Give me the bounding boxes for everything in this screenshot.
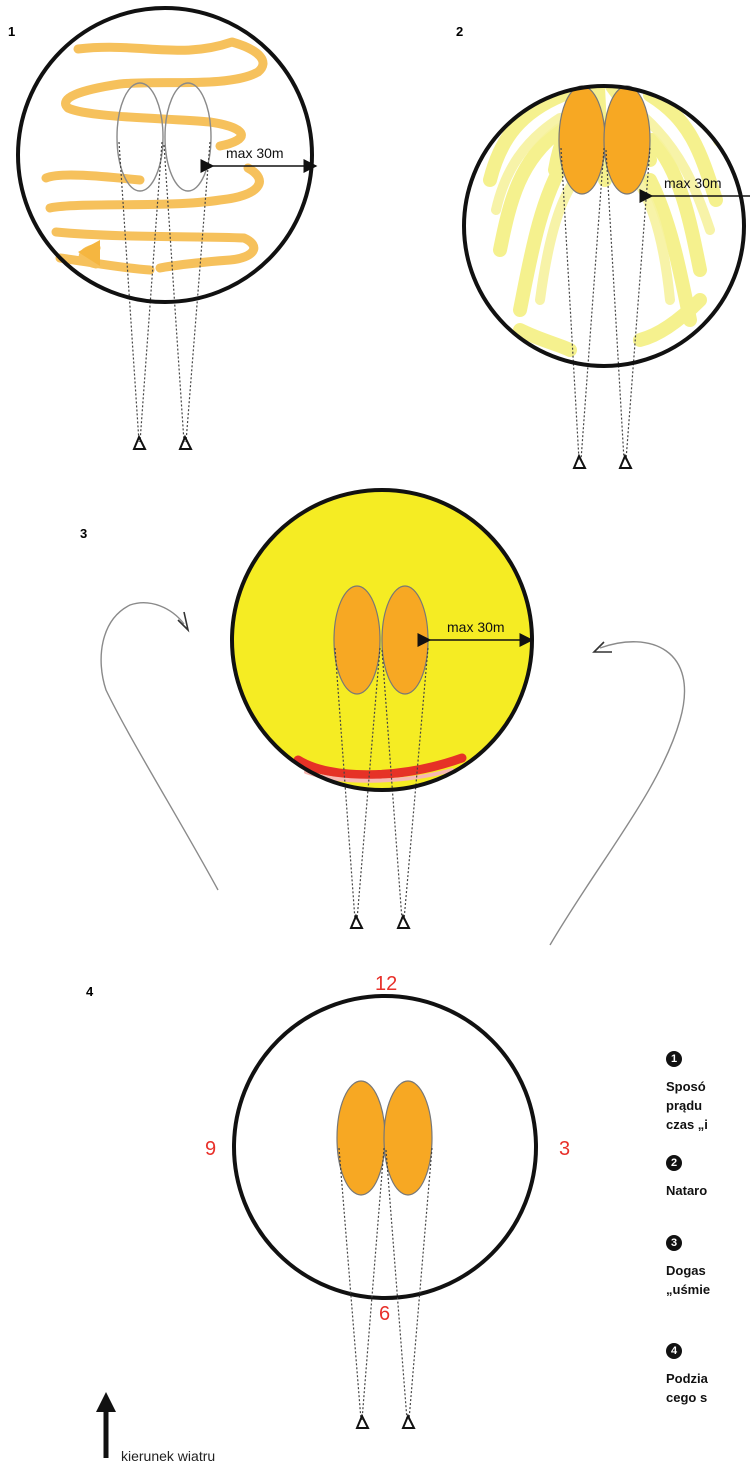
legend-text: Dogas „uśmie bbox=[666, 1261, 750, 1299]
panel-4: 12 3 6 9 bbox=[96, 973, 570, 1458]
legend-number-badge: 4 bbox=[666, 1343, 682, 1359]
anchor-marker-left bbox=[134, 437, 145, 449]
balloon-envelope-right bbox=[382, 586, 428, 694]
balloon-envelope-right bbox=[165, 83, 211, 191]
clock-3-label: 3 bbox=[559, 1138, 570, 1160]
legend-item-2: 2 Nataro bbox=[666, 1152, 750, 1200]
panel-1-number: 1 bbox=[8, 24, 15, 39]
clock-6-label: 6 bbox=[379, 1303, 390, 1325]
balloon-envelope-left bbox=[117, 83, 163, 191]
legend-number-badge: 1 bbox=[666, 1051, 682, 1067]
wind-direction-label: kierunek wiatru bbox=[121, 1448, 215, 1464]
balloon-envelope-left bbox=[337, 1081, 385, 1195]
legend-number-badge: 2 bbox=[666, 1155, 682, 1171]
balloon-envelope-right bbox=[604, 86, 650, 194]
panel-4-number: 4 bbox=[86, 984, 93, 999]
anchor-marker-right bbox=[180, 437, 191, 449]
panel-2: max 30m bbox=[464, 70, 750, 468]
approach-path-left bbox=[101, 603, 218, 890]
distance-label: max 30m bbox=[447, 619, 505, 635]
panel-1: max 30m bbox=[18, 8, 316, 449]
anchor-marker-right bbox=[403, 1416, 414, 1428]
anchor-marker-left bbox=[357, 1416, 368, 1428]
panel-2-number: 2 bbox=[456, 24, 463, 39]
legend-text: Podzia cego s bbox=[666, 1369, 750, 1407]
panel-3-number: 3 bbox=[80, 526, 87, 541]
anchor-marker-right bbox=[620, 456, 631, 468]
clock-9-label: 9 bbox=[205, 1138, 216, 1160]
distance-label: max 30m bbox=[664, 175, 722, 191]
balloon-envelope-left bbox=[559, 86, 605, 194]
legend-number-badge: 3 bbox=[666, 1235, 682, 1251]
wind-arrow-head bbox=[96, 1392, 116, 1412]
anchor-marker-left bbox=[351, 916, 362, 928]
clock-12-label: 12 bbox=[375, 973, 397, 995]
legend-item-4: 4 Podzia cego s bbox=[666, 1340, 750, 1407]
balloon-envelope-right bbox=[384, 1081, 432, 1195]
distance-label: max 30m bbox=[226, 145, 284, 161]
approach-path-right bbox=[550, 642, 685, 945]
tether-lines bbox=[561, 148, 650, 460]
panel-3: max 30m bbox=[101, 490, 684, 945]
anchor-marker-left bbox=[574, 456, 585, 468]
legend-item-1: 1 Sposó prądu czas „i bbox=[666, 1048, 750, 1134]
anchor-marker-right bbox=[398, 916, 409, 928]
balloon-envelope-left bbox=[334, 586, 380, 694]
legend-text: Sposó prądu czas „i bbox=[666, 1077, 750, 1134]
legend-item-3: 3 Dogas „uśmie bbox=[666, 1232, 750, 1299]
legend-text: Nataro bbox=[666, 1181, 750, 1200]
approach-arrow-left bbox=[178, 612, 188, 630]
